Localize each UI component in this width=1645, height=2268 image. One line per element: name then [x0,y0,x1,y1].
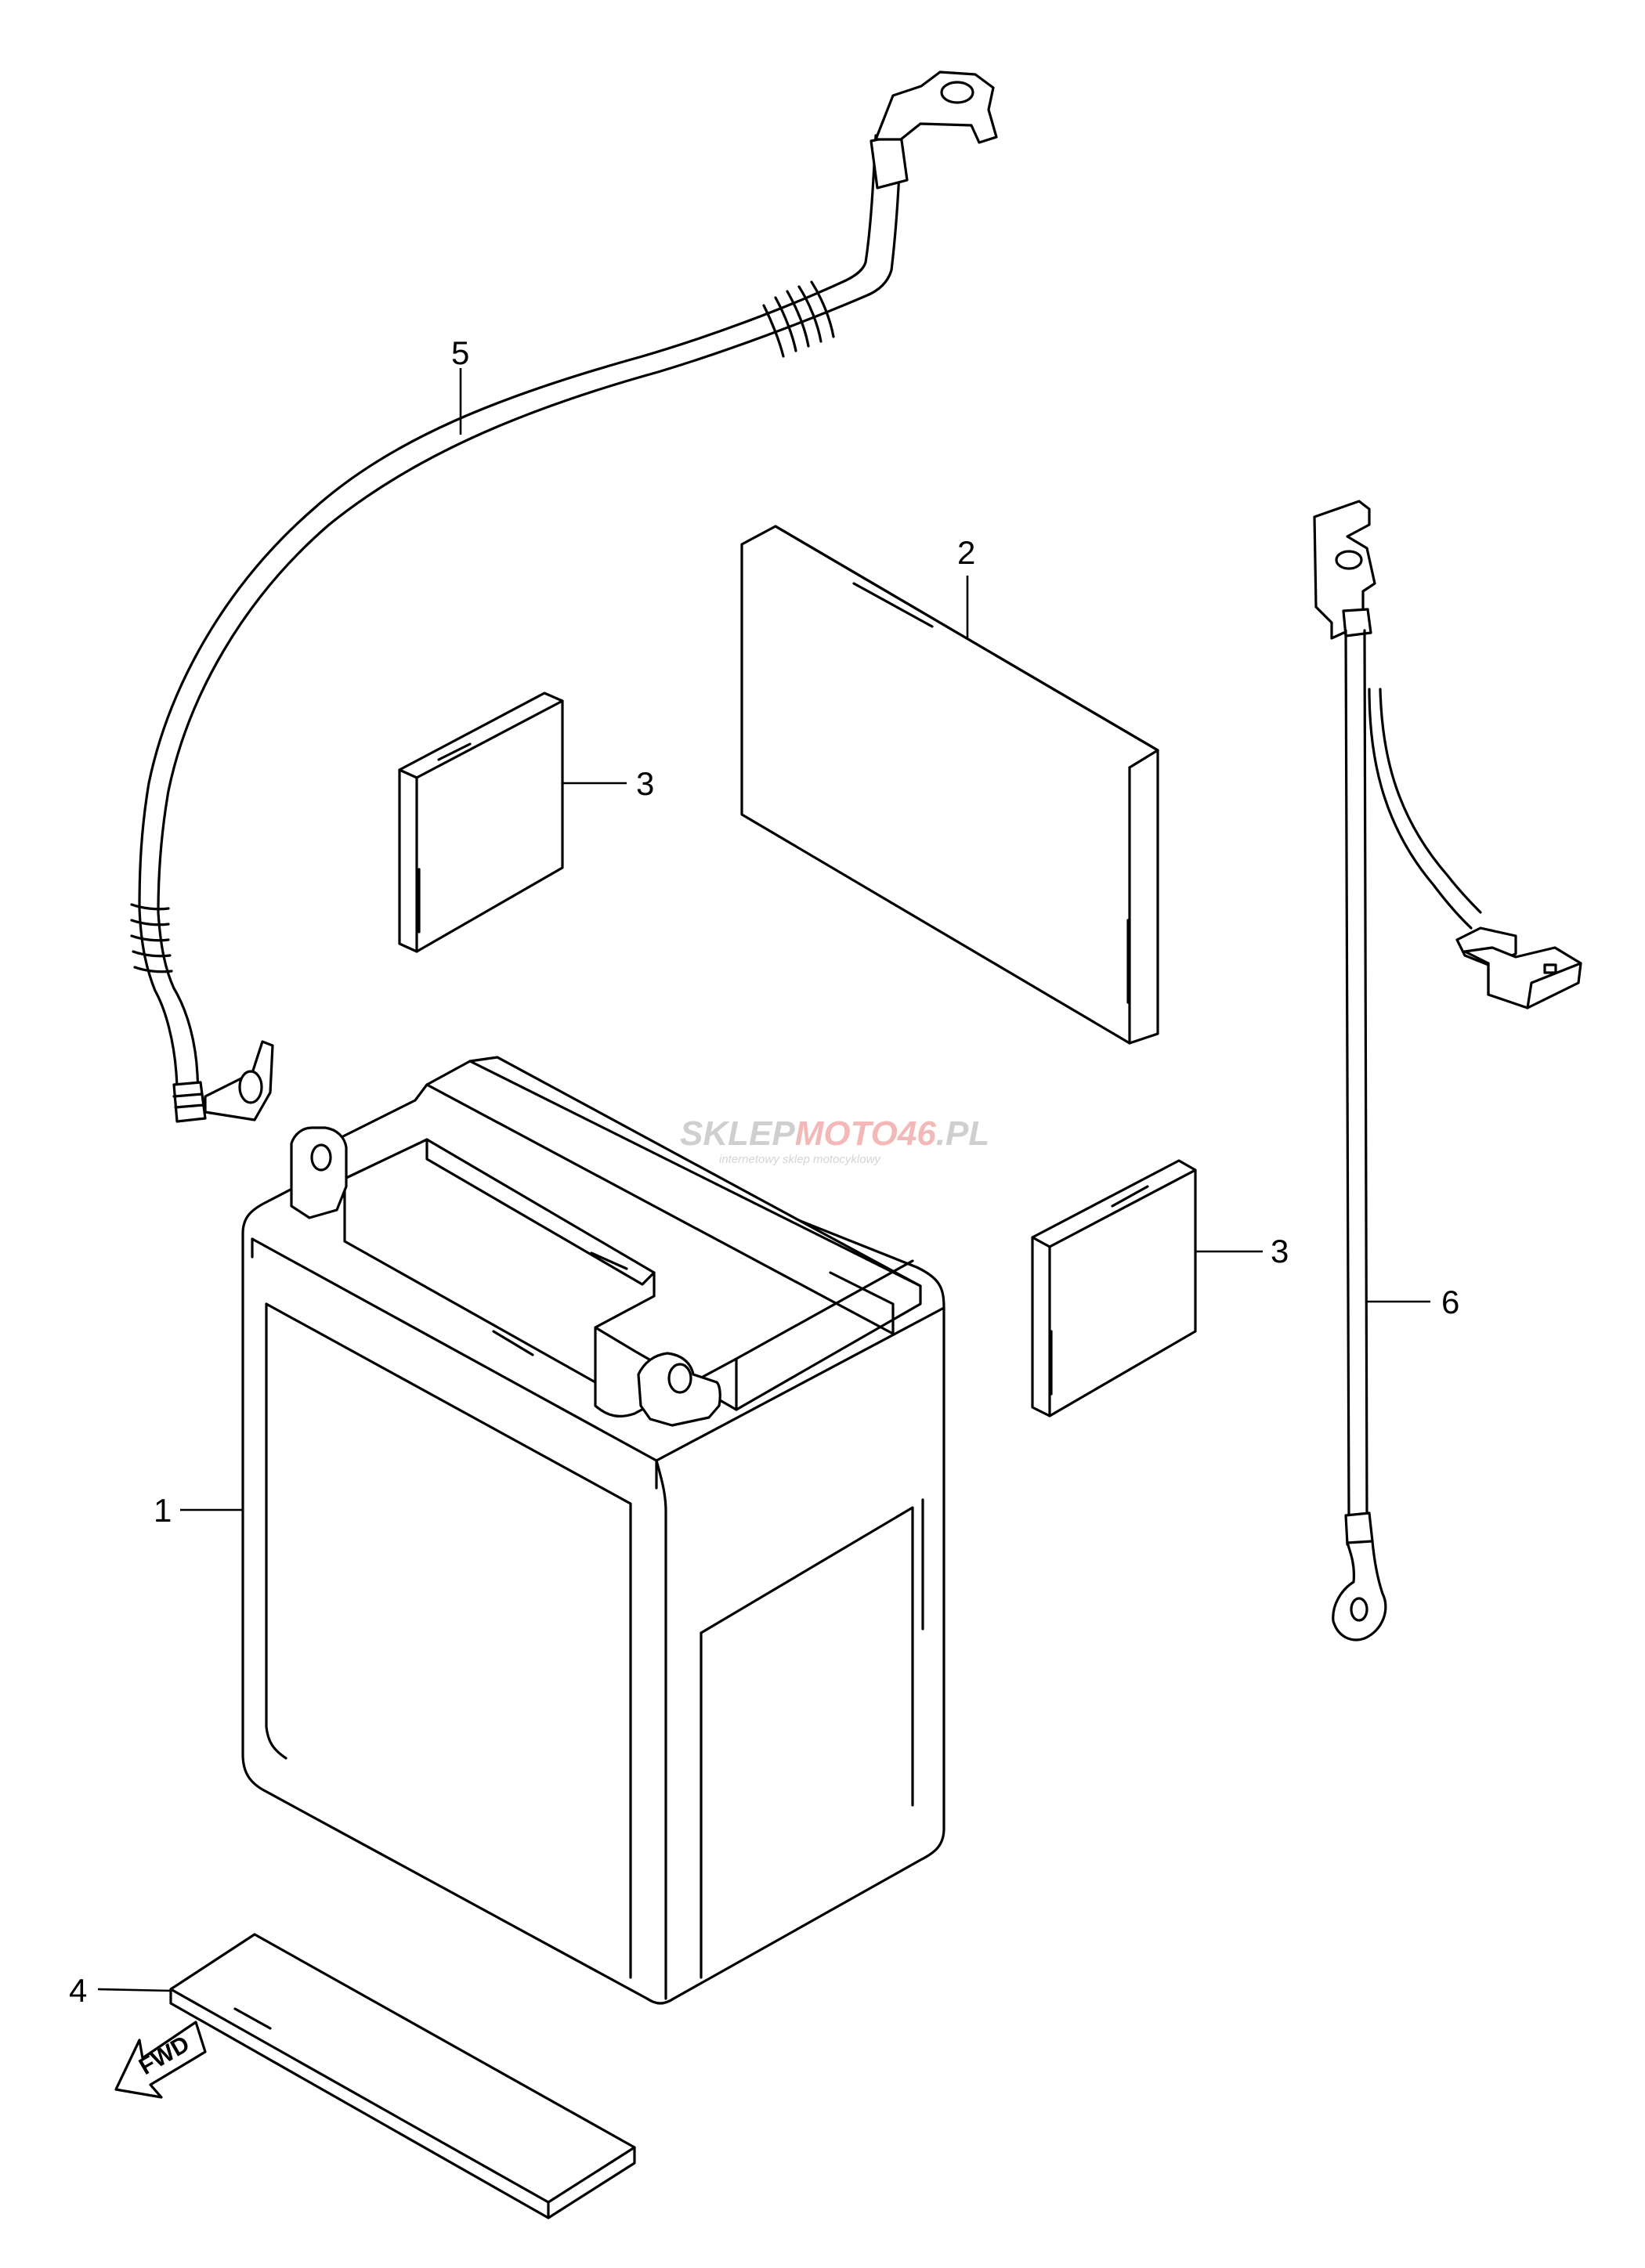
callout-3-upper: 3 [636,765,654,802]
plate-part-3-upper [398,692,564,953]
callout-2: 2 [957,534,975,571]
watermark-brand-start: SKLEP [680,1114,795,1153]
leader-lines [97,368,1430,1992]
callout-3-lower: 3 [1271,1233,1289,1269]
watermark-tagline: internetowy sklep motocyklowy [719,1153,881,1166]
ground-lead-part-6 [1313,500,1582,1641]
battery-part-1 [241,1056,945,2005]
plate-part-2 [740,525,1159,1045]
watermark-brand-highlight: MOTO46 [795,1114,937,1153]
watermark: SKLEPMOTO46.PL internetowy sklep motocyk… [680,1114,989,1166]
leader-4 [97,1988,172,1992]
watermark-brand-end: .PL [936,1114,989,1153]
plate-part-3-lower [1031,1159,1197,1418]
svg-text:SKLEPMOTO46.PL: SKLEPMOTO46.PL [680,1114,989,1153]
strip-part-4 [169,1933,636,2219]
positive-cable-part-5 [130,70,998,1123]
callout-4: 4 [69,1972,87,2009]
callout-6: 6 [1441,1284,1459,1320]
fwd-arrow-icon: FWD [114,2021,207,2099]
callout-5: 5 [451,334,469,371]
callout-1: 1 [154,1492,172,1529]
